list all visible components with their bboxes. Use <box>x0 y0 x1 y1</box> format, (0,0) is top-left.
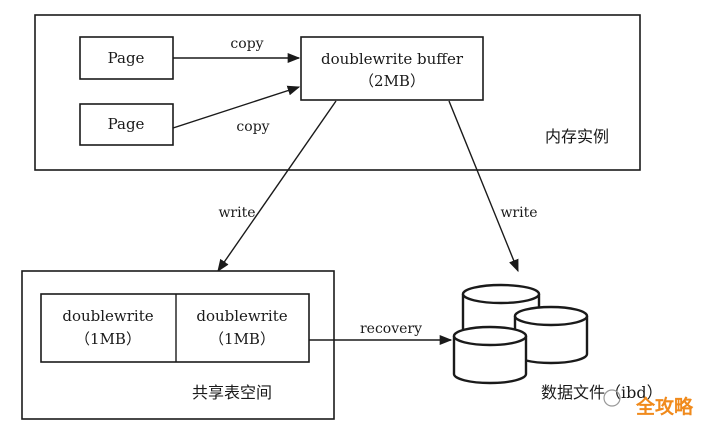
write-arrow-right <box>448 100 519 273</box>
doublewrite-cell-2-size: （1MB） <box>209 330 275 348</box>
datafile-icon <box>452 283 589 385</box>
copy-label-bottom: copy <box>236 119 269 135</box>
write-label-right: write <box>500 205 537 221</box>
doublewrite-buffer-box <box>300 36 484 101</box>
shared-tablespace-label: 共享表空间 <box>192 383 272 402</box>
copy-arrow-bottom <box>172 85 301 129</box>
doublewrite-buffer-label: doublewrite buffer <box>321 50 464 68</box>
watermark: 全攻略 <box>603 389 694 418</box>
doublewrite-cell-2-label: doublewrite <box>196 307 287 325</box>
doublewrite-area <box>40 293 310 363</box>
page-box-top <box>79 36 174 80</box>
page-box-bottom <box>79 103 174 146</box>
watermark-text: 全攻略 <box>635 395 694 418</box>
cylinder-front <box>452 325 528 385</box>
write-label-left: write <box>218 205 255 221</box>
cylinder-right <box>513 305 589 365</box>
page-box-top-label: Page <box>108 49 145 67</box>
write-arrow-left <box>217 100 337 273</box>
datafile-label: 数据文件（ibd） <box>541 383 663 402</box>
memory-instance-label: 内存实例 <box>545 127 609 146</box>
watermark-logo-icon <box>603 389 621 407</box>
doublewrite-cell-1-size: （1MB） <box>75 330 141 348</box>
doublewrite-buffer-size: （2MB） <box>359 72 425 90</box>
recovery-label: recovery <box>360 321 422 337</box>
page-box-bottom-label: Page <box>108 115 145 133</box>
doublewrite-cell-1-label: doublewrite <box>62 307 153 325</box>
copy-label-top: copy <box>230 36 263 52</box>
